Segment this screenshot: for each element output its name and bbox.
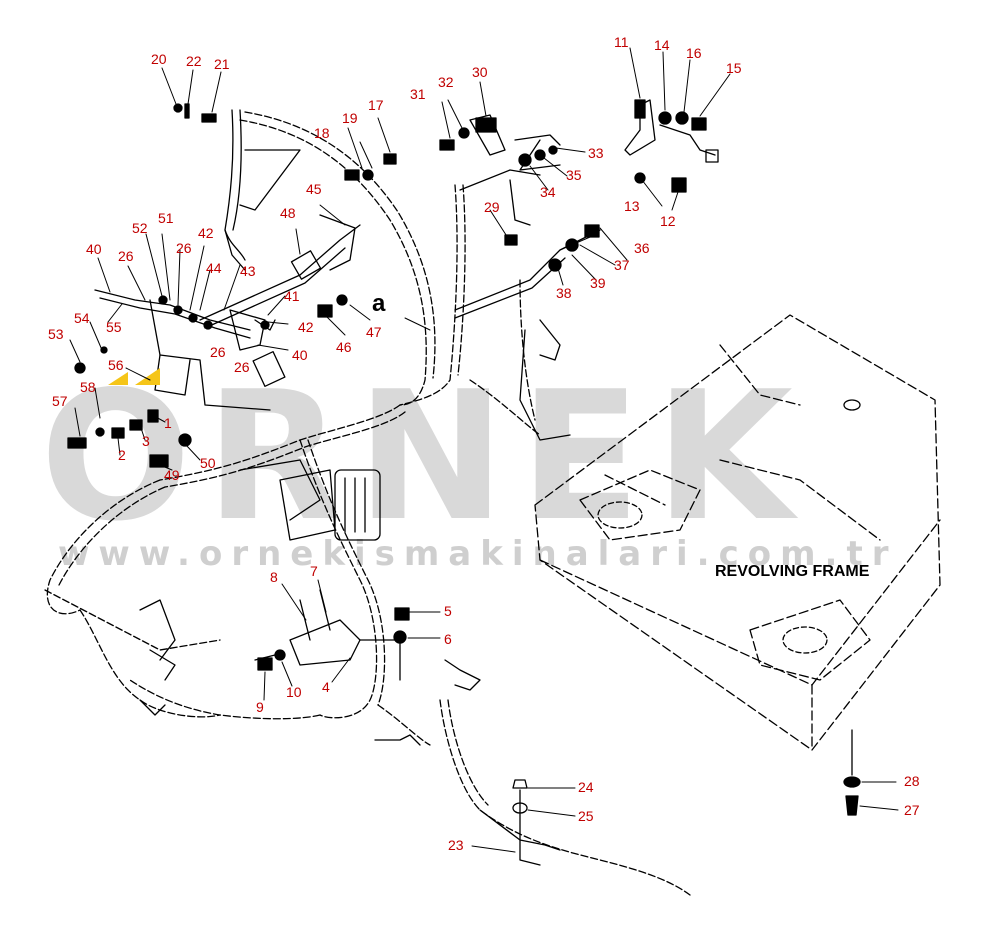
callout: 25 (578, 808, 594, 824)
callout: 17 (368, 97, 384, 113)
callout: 56 (108, 357, 124, 373)
callout: 58 (80, 379, 96, 395)
callout: 53 (48, 326, 64, 342)
callout: 37 (614, 257, 630, 273)
lower-bracket (254, 589, 401, 681)
callout: 33 (588, 145, 604, 161)
callout: 46 (336, 339, 352, 355)
callout: 21 (214, 56, 230, 72)
callout: 31 (410, 86, 426, 102)
callout: 23 (448, 837, 464, 853)
callout: 4 (322, 679, 330, 695)
callout: 49 (164, 467, 180, 483)
callout: 19 (342, 110, 358, 126)
callout: 42 (198, 225, 214, 241)
callout: 16 (686, 45, 702, 61)
callout: 26 (234, 359, 250, 375)
leader-lines (69, 47, 899, 853)
callout: 38 (556, 285, 572, 301)
callout: 40 (86, 241, 102, 257)
callout: 48 (280, 205, 296, 221)
callout: 18 (314, 125, 330, 141)
lower-harness (374, 659, 561, 866)
callout: 2 (118, 447, 126, 463)
callout: 1 (164, 415, 172, 431)
callout: 15 (726, 60, 742, 76)
callout: 43 (240, 263, 256, 279)
callout: 26 (210, 344, 226, 360)
callout: 13 (624, 198, 640, 214)
callout: 35 (566, 167, 582, 183)
cable-clamp-upper (224, 109, 301, 271)
main-harness (44, 111, 691, 896)
callout: 34 (540, 184, 556, 200)
callout: 29 (484, 199, 500, 215)
callout: 14 (654, 37, 670, 53)
callout: 55 (106, 319, 122, 335)
callout: 26 (176, 240, 192, 256)
callout: 12 (660, 213, 676, 229)
callout: 32 (438, 74, 454, 90)
callout: 7 (310, 563, 318, 579)
callout: 5 (444, 603, 452, 619)
callout: 24 (578, 779, 594, 795)
relay-block (239, 459, 381, 541)
callout: 47 (366, 324, 382, 340)
callout: 45 (306, 181, 322, 197)
callout: 39 (590, 275, 606, 291)
callout: 10 (286, 684, 302, 700)
callout: 6 (444, 631, 452, 647)
callout: 52 (132, 220, 148, 236)
callout: 57 (52, 393, 68, 409)
right-bracket (624, 99, 719, 163)
callout: 41 (284, 288, 300, 304)
lower-clamps (139, 599, 176, 716)
hardware (67, 99, 707, 671)
view-label: a (372, 290, 386, 317)
callout: 27 (904, 802, 920, 818)
callout: 54 (74, 310, 90, 326)
callout: 26 (118, 248, 134, 264)
callout: 3 (142, 433, 150, 449)
callout: 40 (292, 347, 308, 363)
revolving-frame (534, 314, 941, 751)
callout: 22 (186, 53, 202, 69)
callout: 36 (634, 240, 650, 256)
callout: 8 (270, 569, 278, 585)
callout: 42 (298, 319, 314, 335)
callout: 11 (614, 34, 629, 50)
callout: 9 (256, 699, 264, 715)
callout: 28 (904, 773, 920, 789)
callout: 30 (472, 64, 488, 80)
callout: 51 (158, 210, 174, 226)
frame-bolt-stack (843, 729, 861, 816)
revolving-frame-label: REVOLVING FRAME (715, 563, 870, 580)
callout: 50 (200, 455, 216, 471)
callout: 44 (206, 260, 222, 276)
callout: 20 (151, 51, 167, 67)
